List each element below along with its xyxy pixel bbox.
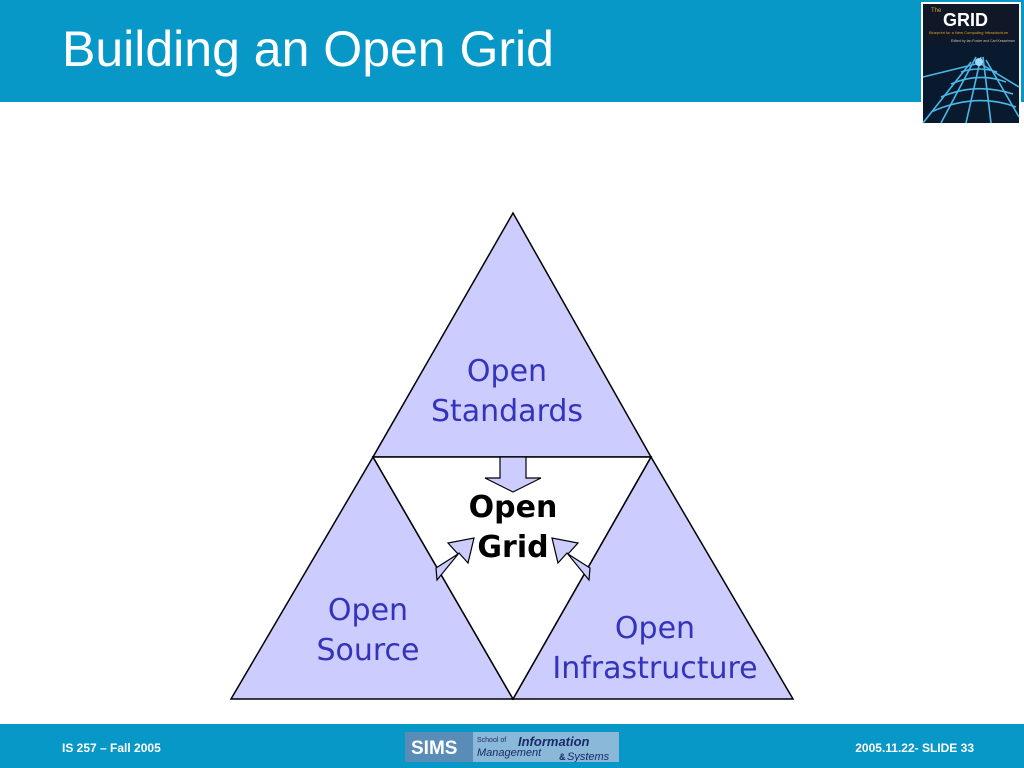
arrow-down-icon [484, 456, 542, 493]
logo-information: Information [518, 734, 590, 749]
label-open-grid-line2: Grid [477, 530, 549, 565]
title-bar: Building an Open Grid [0, 0, 1024, 102]
logo-sims: SIMS [411, 738, 457, 759]
label-open-grid-line1: Open [468, 490, 558, 525]
logo-management: Management [477, 747, 542, 759]
slide-title: Building an Open Grid [62, 21, 554, 77]
book-prefix: The [931, 8, 942, 14]
sims-logo: SIMS School of Information Management & … [405, 732, 619, 762]
label-open-standards-line1: Open [466, 354, 548, 389]
logo-systems: Systems [567, 751, 610, 762]
footer-slide-number: 2005.11.22- SLIDE 33 [855, 741, 974, 755]
book-cover-graphic: The GRID Blueprint for a New Computing I… [922, 4, 1020, 124]
book-cover-image: The GRID Blueprint for a New Computing I… [921, 2, 1021, 125]
arrow-up-right-icon [435, 537, 475, 582]
label-open-source: Open Source [288, 591, 448, 671]
label-open-infrastructure: Open Infrastructure [530, 609, 780, 689]
label-open-source-line1: Open [327, 593, 409, 628]
footer-course: IS 257 – Fall 2005 [62, 741, 161, 755]
label-open-infrastructure-line1: Open [614, 611, 696, 646]
label-open-source-line2: Source [316, 633, 420, 668]
label-open-infrastructure-line2: Infrastructure [552, 651, 758, 686]
label-open-standards: Open Standards [407, 352, 607, 432]
label-open-grid: Open Grid [443, 488, 583, 568]
logo-school-of: School of [477, 737, 506, 744]
book-subtitle: Blueprint for a New Computing Infrastruc… [929, 30, 1009, 35]
label-open-standards-line2: Standards [430, 394, 584, 429]
logo-ampersand: & [559, 752, 566, 762]
book-editors: Edited by Ian Foster and Carl Kesselman [951, 39, 1015, 43]
book-title: GRID [943, 10, 988, 30]
arrow-up-left-icon [551, 537, 591, 582]
